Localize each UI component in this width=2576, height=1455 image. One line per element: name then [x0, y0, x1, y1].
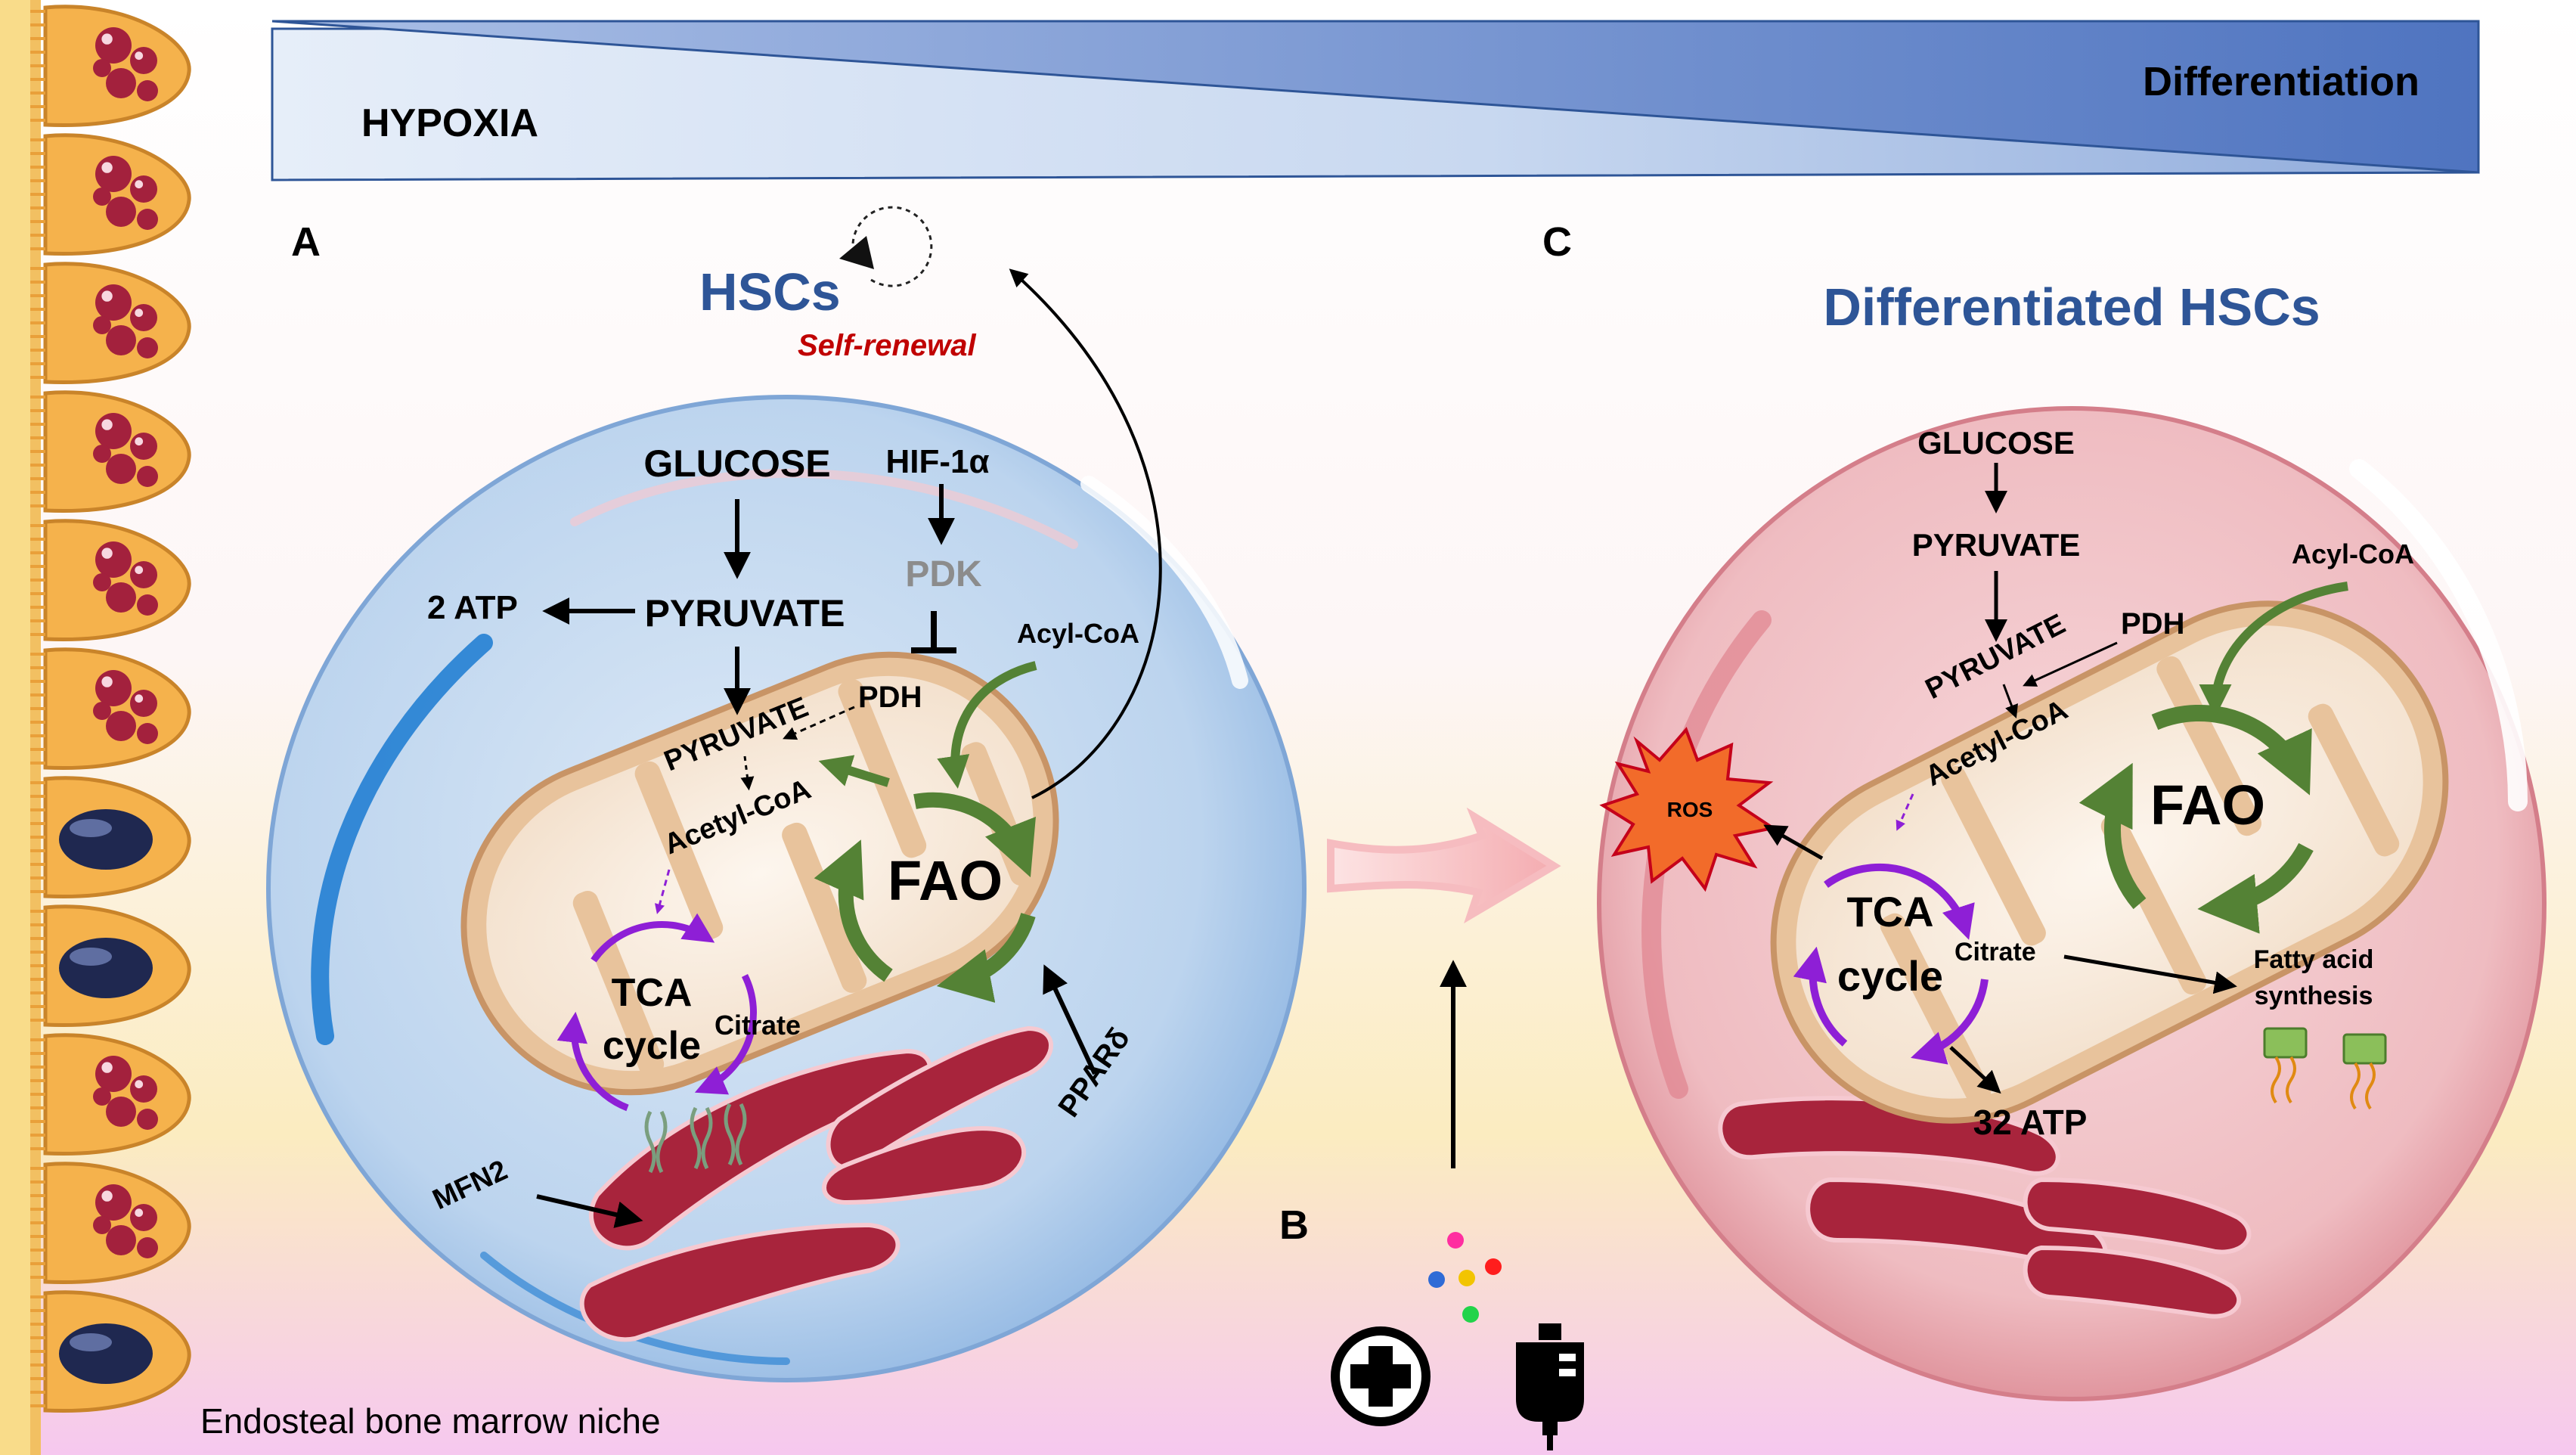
iv-bag-icon	[1516, 1323, 1584, 1450]
a-citrate-label: Citrate	[715, 1010, 801, 1041]
medical-cross-icon	[1331, 1326, 1431, 1426]
a-fao-label: FAO	[888, 849, 1003, 912]
c-tca-line1: TCA	[1846, 888, 1933, 935]
osteoblast-cell	[30, 262, 191, 385]
panel-b-letter: B	[1279, 1202, 1309, 1248]
endoplasmic-reticulum	[579, 1025, 1053, 1342]
banner-differentiation-label: Differentiation	[2143, 59, 2419, 104]
dark-nucleus-cell	[30, 1290, 191, 1413]
differentiated-hscs-title: Differentiated HSCs	[1823, 278, 2320, 337]
ros-burst-icon: ROS	[1599, 727, 1778, 892]
a-tca-line2: cycle	[603, 1024, 701, 1068]
osteoblast-cell	[30, 1033, 191, 1156]
c-tca-line2: cycle	[1837, 952, 1943, 1000]
hsc-mitochondrion	[460, 651, 1059, 1096]
c-pyruvate-cyto-label: PYRUVATE	[1912, 527, 2080, 563]
c-glucose-label: GLUCOSE	[1917, 425, 2075, 461]
a-pyruvate-cyto-label: PYRUVATE	[645, 592, 845, 634]
a-glucose-label: GLUCOSE	[643, 442, 830, 485]
mfn2-tethers	[644, 1103, 747, 1174]
stimulus-dot-green	[1462, 1306, 1479, 1323]
osteoblast-cell	[30, 519, 191, 642]
niche-cells	[30, 5, 191, 1413]
c-fatty-acid-line2: synthesis	[2255, 982, 2373, 1010]
transition-arrow	[1327, 807, 1561, 924]
panel-c: Differentiated HSCs GLUCOSE PYRUVATE Acy…	[1597, 278, 2547, 1401]
banner-hypoxia-label: HYPOXIA	[361, 101, 538, 145]
panel-b	[1327, 807, 1584, 1450]
a-pdh-label: PDH	[858, 681, 922, 714]
c-tca-cycle	[1793, 863, 1989, 1065]
osteoblast-cell	[30, 390, 191, 513]
a-fao-cycle	[814, 792, 1036, 1003]
panel-a: HSCs Self-renewal	[266, 206, 1307, 1382]
osteoblast-cell	[30, 1162, 191, 1285]
osteoblast-cell	[30, 5, 191, 128]
niche-label: Endosteal bone marrow niche	[200, 1401, 661, 1441]
c-citrate-label: Citrate	[1954, 938, 2036, 966]
self-renewal-label: Self-renewal	[798, 329, 977, 362]
hscs-title: HSCs	[699, 262, 841, 321]
osteoblast-cell	[30, 647, 191, 771]
ros-label: ROS	[1667, 798, 1713, 821]
c-atp-label: 32 ATP	[1973, 1103, 2088, 1142]
a-pdk-label: PDK	[905, 554, 982, 594]
a-acyl-coa-label: Acyl-CoA	[1017, 618, 1139, 649]
osteoblast-cell	[30, 133, 191, 256]
c-fao-cycle	[2078, 704, 2314, 934]
panel-c-letter: C	[1542, 219, 1572, 265]
a-atp-label: 2 ATP	[427, 589, 518, 626]
a-tca-cycle	[556, 913, 757, 1112]
stimulus-dot-pink	[1447, 1232, 1464, 1249]
panel-a-letter: A	[291, 219, 321, 265]
gradient-banner: HYPOXIA Differentiation	[271, 20, 2480, 181]
a-hif-label: HIF-1α	[885, 443, 989, 480]
c-acyl-coa-label: Acyl-CoA	[2292, 538, 2414, 569]
a-tca-line1: TCA	[612, 971, 693, 1015]
c-pdh-label: PDH	[2121, 607, 2184, 641]
fatty-acid-molecules-icon	[2263, 1027, 2387, 1110]
dark-nucleus-cell	[30, 904, 191, 1028]
c-fatty-acid-line1: Fatty acid	[2254, 945, 2374, 974]
stimulus-dot-yellow	[1458, 1270, 1475, 1286]
stimulus-dot-red	[1485, 1258, 1502, 1275]
c-fao-label: FAO	[2150, 774, 2265, 836]
stimulus-dot-blue	[1428, 1271, 1445, 1288]
dark-nucleus-cell	[30, 776, 191, 899]
